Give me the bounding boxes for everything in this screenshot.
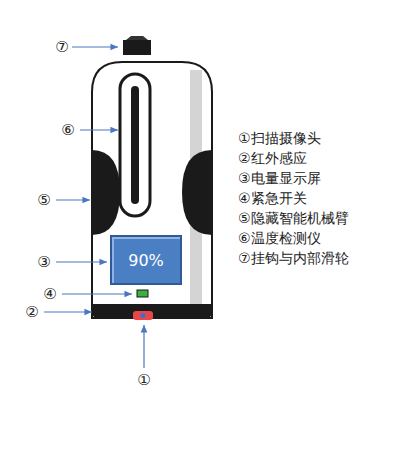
robot-arm-left — [92, 150, 120, 235]
legend-item: ⑤隐藏智能机械臂 — [238, 211, 349, 225]
slot-inner — [131, 86, 139, 204]
callout-number: ⑥ — [61, 123, 74, 138]
legend-item: ⑦挂钩与内部滑轮 — [238, 251, 349, 265]
legend-item: ④紧急开关 — [238, 191, 307, 205]
hook — [123, 40, 151, 55]
leader-lines — [44, 47, 144, 368]
legend-item: ⑥温度检测仪 — [238, 231, 321, 245]
emergency-switch — [137, 290, 148, 297]
callout-number: ④ — [43, 287, 56, 302]
temperature-slot — [120, 74, 150, 216]
device-body — [92, 62, 212, 318]
callout-number: ⑤ — [37, 193, 50, 208]
display-text: 90% — [128, 251, 164, 270]
scan-camera — [133, 311, 153, 320]
callout-number: ② — [25, 305, 38, 320]
callout-number: ① — [137, 373, 150, 388]
camera-lens — [141, 313, 146, 318]
legend-item: ②红外感应 — [238, 151, 307, 165]
robot-arm-right — [182, 150, 212, 235]
legend-item: ①扫描摄像头 — [238, 131, 321, 145]
hook-top — [126, 36, 148, 40]
battery-display: 90% — [110, 235, 182, 285]
callout-number: ③ — [37, 255, 50, 270]
callout-number: ⑦ — [55, 40, 68, 55]
legend-item: ③电量显示屏 — [238, 171, 321, 185]
